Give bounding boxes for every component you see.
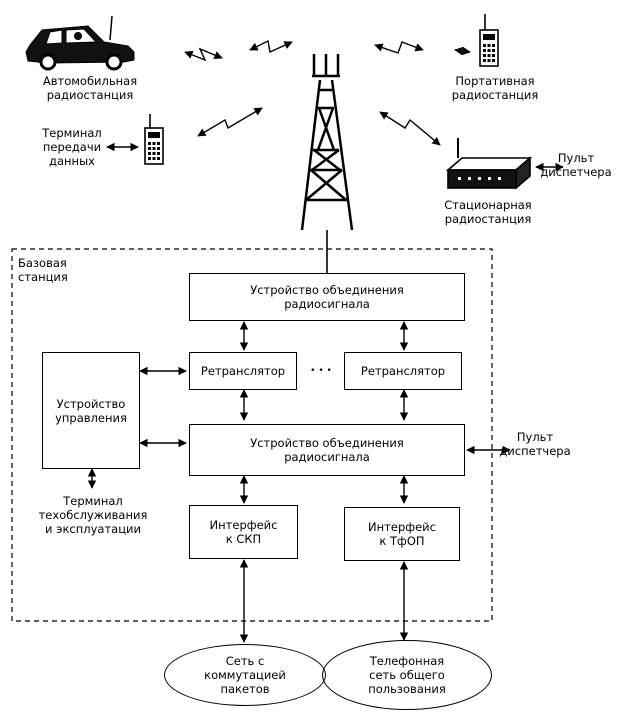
radio-modem-icon <box>445 138 533 190</box>
handheld-radio-icon <box>479 14 499 67</box>
phone-network-ellipse: Телефонная сеть общего пользования <box>322 640 492 710</box>
antenna-tower-icon <box>300 54 354 231</box>
portable-station-label: Портативная радиостанция <box>451 74 539 102</box>
base-station-boundary <box>11 248 493 622</box>
combiner-top-box: Устройство объединения радиосигнала <box>189 273 465 321</box>
repeater-ellipsis: • • • <box>310 366 332 376</box>
control-unit-box: Устройство управления <box>42 352 140 469</box>
combiner-bottom-box: Устройство объединения радиосигнала <box>189 424 465 476</box>
car-station-label: Автомобильная радиостанция <box>42 74 138 102</box>
interface-packet-box: Интерфейс к СКП <box>189 505 298 559</box>
dispatcher-top-label: Пульт диспетчера <box>540 151 612 179</box>
dispatcher-bottom-label: Пульт диспетчера <box>499 430 571 458</box>
stationary-station-label: Стационарная радиостанция <box>444 198 532 226</box>
handheld-radio-icon <box>144 114 164 165</box>
base-station-label: Базовая станция <box>18 256 68 284</box>
data-terminal-label: Терминал передачи данных <box>42 126 102 168</box>
repeater-1-box: Ретранслятор <box>189 352 297 390</box>
interface-pstn-box: Интерфейс к ТфОП <box>344 507 460 561</box>
packet-network-ellipse: Сеть с коммутацией пакетов <box>164 644 326 706</box>
car-icon <box>25 15 135 71</box>
maintenance-terminal-label: Терминал техобслуживания и эксплуатации <box>38 494 148 536</box>
repeater-2-box: Ретранслятор <box>344 352 462 390</box>
